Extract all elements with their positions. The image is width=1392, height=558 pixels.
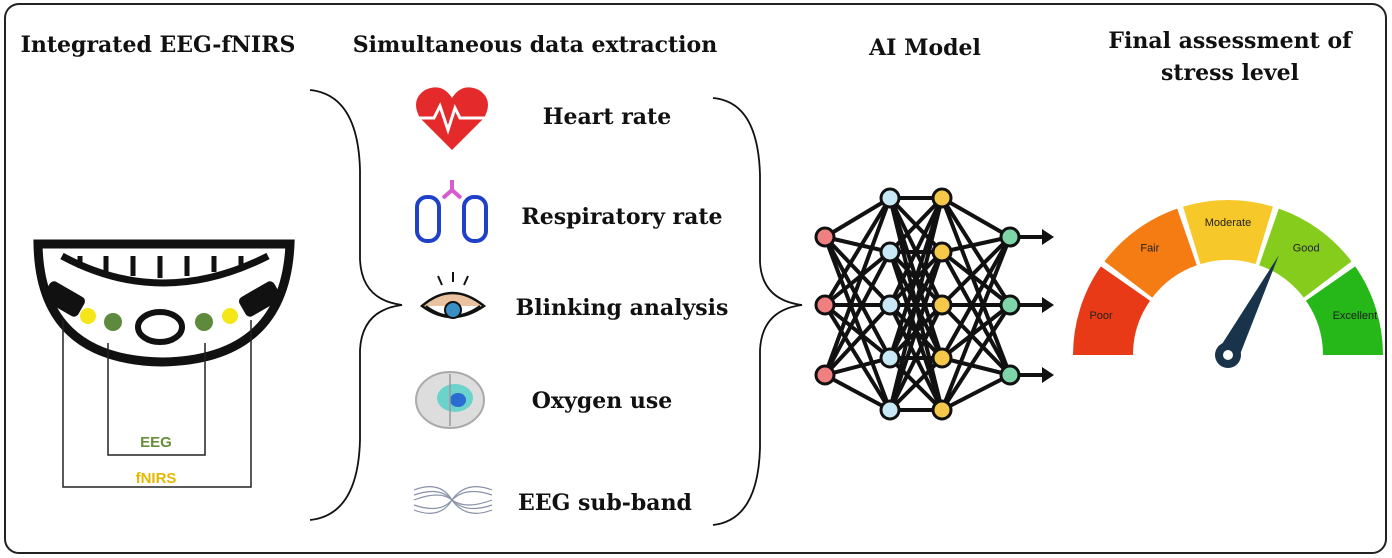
nn-edge	[824, 235, 891, 254]
nn-edge	[823, 235, 892, 307]
nn-edge	[940, 303, 1012, 360]
nn-edge	[888, 251, 944, 411]
gauge-label-moderate: Moderate	[1205, 217, 1251, 229]
heart-icon	[416, 87, 488, 150]
nn-edge	[823, 303, 892, 377]
nn-edge	[940, 197, 1012, 376]
feature-respiratory-rate: Respiratory rate	[521, 204, 722, 230]
nn-node	[814, 226, 836, 248]
nn-node	[814, 364, 836, 386]
eeg-electrode-right	[195, 313, 213, 331]
nn-edge	[823, 196, 892, 239]
nn-node	[999, 226, 1021, 248]
nn-edge	[823, 303, 892, 360]
nn-edge	[940, 303, 1012, 412]
nn-edge	[940, 236, 1012, 411]
fnirs-optode-left	[80, 308, 96, 324]
nn-edge	[824, 373, 891, 412]
nn-node	[814, 294, 836, 316]
fnirs-optode-right	[222, 308, 238, 324]
nn-node	[999, 364, 1021, 386]
gauge-segment-poor	[1073, 266, 1151, 355]
nn-edge	[940, 235, 1012, 307]
eeg-electrode-left	[104, 313, 122, 331]
header-assessment-2: stress level	[1161, 60, 1299, 86]
nn-edge	[941, 196, 1011, 239]
nn-node	[879, 294, 901, 316]
nn-edge	[824, 356, 891, 377]
nn-node	[931, 294, 953, 316]
nn-edge	[823, 196, 892, 307]
nn-edge	[940, 303, 1012, 377]
header-assessment-1: Final assessment of	[1108, 28, 1353, 54]
nn-edge	[823, 197, 892, 376]
nn-node	[879, 187, 901, 209]
nn-edge	[941, 373, 1011, 412]
arrow-head-icon	[1042, 297, 1054, 313]
nn-edge	[823, 303, 892, 412]
feature-eeg-subband: EEG sub-band	[518, 490, 692, 516]
nn-edge	[888, 197, 944, 359]
nn-node	[999, 294, 1021, 316]
eeg-label: EEG	[140, 434, 172, 451]
nn-node	[931, 187, 953, 209]
nn-node	[879, 241, 901, 263]
nn-edge	[888, 304, 944, 411]
gauge-hub-hole	[1223, 350, 1233, 360]
waves-icon	[413, 486, 493, 514]
nn-edge	[888, 197, 944, 411]
nn-node	[931, 347, 953, 369]
eye-icon	[419, 272, 487, 319]
nn-edge	[823, 236, 892, 359]
nn-node	[931, 399, 953, 421]
feature-oxygen: Oxygen use	[532, 388, 672, 414]
frame	[4, 3, 1387, 554]
arrow-head-icon	[1042, 229, 1054, 245]
gauge-needle	[1218, 255, 1279, 360]
lungs-icon	[415, 180, 488, 243]
eeg-fnirs-headband: EEG fNIRS	[33, 239, 295, 488]
nn-edge	[888, 356, 944, 412]
nn-node	[879, 347, 901, 369]
arrow-head-icon	[1042, 367, 1054, 383]
nn-node	[879, 399, 901, 421]
header-device: Integrated EEG-fNIRS	[21, 32, 296, 58]
nn-edge	[940, 236, 1012, 359]
nn-edge	[888, 196, 944, 254]
nn-edge	[940, 250, 1012, 307]
header-extraction: Simultaneous data extraction	[353, 32, 717, 58]
gauge-segment-good	[1259, 208, 1352, 298]
gauge-segment-moderate	[1183, 200, 1273, 265]
brace-right	[712, 97, 803, 526]
brain-icon	[415, 371, 485, 429]
gauge-label-fair: Fair	[1140, 242, 1159, 254]
gauge-segment-fair	[1104, 208, 1197, 298]
nn-node	[931, 241, 953, 263]
fnirs-label: fNIRS	[136, 470, 177, 487]
gauge-segment-excellent	[1305, 266, 1383, 355]
nn-edge	[823, 250, 892, 307]
nn-edge	[940, 196, 1012, 307]
nn-edge	[823, 236, 892, 411]
nn-edge	[941, 235, 1011, 254]
header-model: AI Model	[868, 35, 981, 61]
feature-blinking: Blinking analysis	[516, 295, 729, 321]
feature-heart-rate: Heart rate	[543, 104, 671, 130]
brace-left	[309, 89, 403, 521]
gauge-label-good: Good	[1293, 242, 1320, 254]
gauge-label-excellent: Excellent	[1333, 310, 1378, 322]
neural-network	[814, 187, 1054, 421]
nn-edge	[940, 251, 1012, 376]
nn-edge	[941, 356, 1011, 377]
nn-edge	[823, 251, 892, 376]
gauge-label-poor: Poor	[1089, 310, 1113, 322]
nn-edge	[888, 197, 944, 306]
